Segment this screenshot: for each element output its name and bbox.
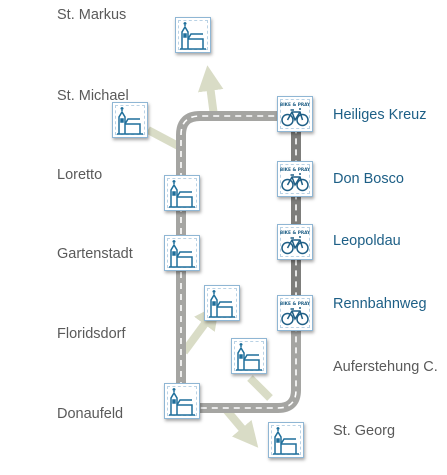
church-icon-st-markus[interactable] [175, 17, 211, 53]
bike-icon-leopoldau[interactable]: BIKE & PRAY [277, 224, 313, 260]
bicycle-icon [281, 307, 309, 326]
label-leopoldau: Leopoldau [333, 233, 401, 249]
church-icon-loretto[interactable] [164, 175, 200, 211]
church-icon-floridsdorf[interactable] [204, 285, 240, 321]
church-icon [209, 290, 235, 318]
church-icon [273, 427, 299, 455]
label-st-georg: St. Georg [333, 423, 396, 439]
arrow-to-st-markus [197, 65, 224, 117]
church-icon-auferstehung[interactable] [231, 338, 267, 374]
label-gartenstadt: Gartenstadt [57, 246, 133, 262]
label-rennbahnweg: Rennbahnweg [333, 296, 427, 312]
church-icon [169, 388, 195, 416]
bike-icon-don-bosco[interactable]: BIKE & PRAY [277, 161, 313, 197]
church-icon-gartenstadt[interactable] [164, 235, 200, 271]
label-don-bosco: Don Bosco [333, 171, 404, 187]
label-st-markus: St. Markus [57, 7, 127, 23]
label-st-michael: St. Michael [57, 88, 129, 104]
bike-pray-banner: BIKE & PRAY [280, 230, 311, 236]
bike-pray-banner: BIKE & PRAY [280, 102, 311, 108]
label-floridsdorf: Floridsdorf [57, 326, 126, 342]
bicycle-icon [281, 108, 309, 127]
church-icon-donaufeld[interactable] [164, 383, 200, 419]
label-loretto: Loretto [57, 167, 103, 183]
bicycle-icon [281, 173, 309, 192]
label-heiliges-kreuz: Heiliges Kreuz [333, 107, 427, 123]
arrow-from-auferstehung [247, 375, 273, 401]
label-auferstehung: Auferstehung C. [333, 359, 438, 375]
bike-icon-rennbahnweg[interactable]: BIKE & PRAY [277, 295, 313, 331]
church-icon-st-georg[interactable] [268, 422, 304, 458]
church-icon [169, 180, 195, 208]
bike-pray-banner: BIKE & PRAY [280, 301, 311, 307]
church-icon [117, 107, 143, 135]
church-icon [169, 240, 195, 268]
bike-pray-banner: BIKE & PRAY [280, 167, 311, 173]
church-icon [180, 22, 206, 50]
church-icon-st-michael[interactable] [112, 102, 148, 138]
bike-icon-heiliges-kreuz[interactable]: BIKE & PRAY [277, 96, 313, 132]
church-icon [236, 343, 262, 371]
bicycle-icon [281, 236, 309, 255]
label-donaufeld: Donaufeld [57, 406, 124, 422]
